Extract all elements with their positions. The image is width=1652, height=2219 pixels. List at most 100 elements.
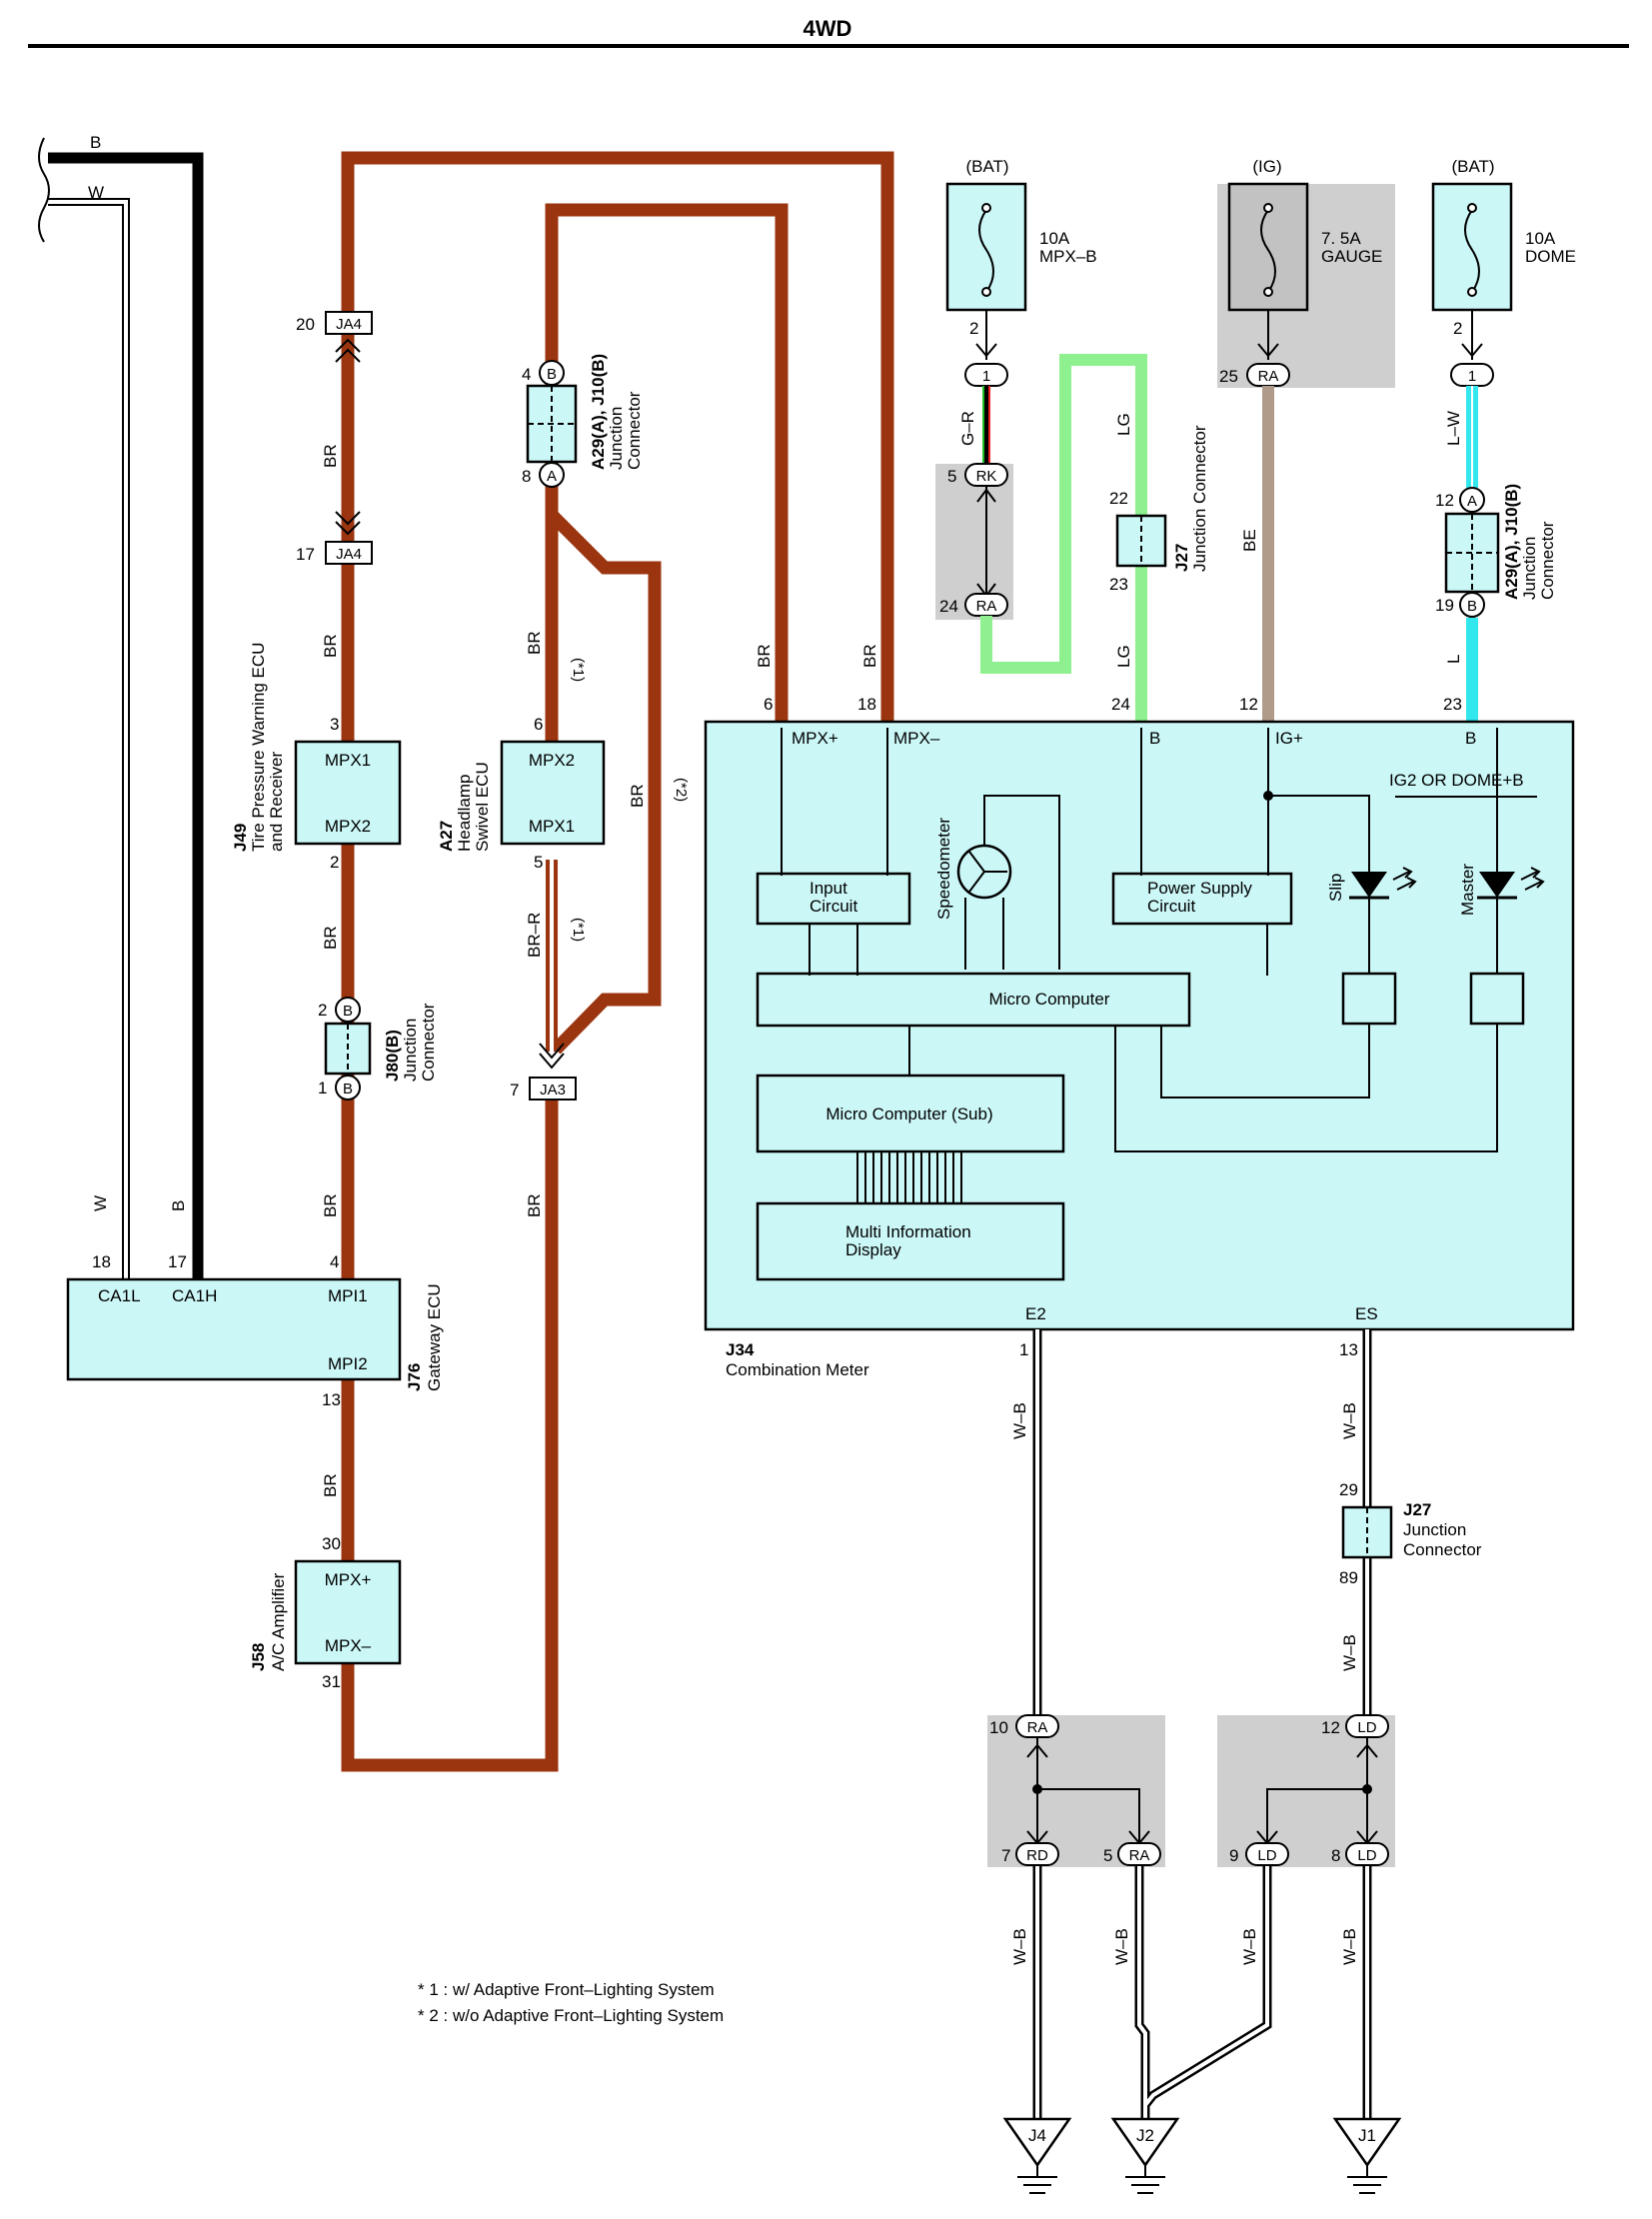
wb-wires [1032, 1329, 1372, 2119]
wire-label-br-7: BR [628, 784, 647, 808]
wire-label-brr: BR–R [525, 913, 544, 958]
svg-text:J49: J49 [231, 824, 250, 852]
svg-text:30: 30 [322, 1534, 341, 1553]
wire-label-be: BE [1240, 529, 1259, 552]
svg-text:A29(A), J10(B): A29(A), J10(B) [589, 354, 608, 470]
svg-text:12: 12 [1239, 695, 1258, 714]
wire-label-lg-2: LG [1114, 645, 1133, 668]
svg-text:12: 12 [1435, 491, 1454, 510]
svg-text:Junction: Junction [1403, 1520, 1466, 1539]
svg-text:DOME: DOME [1525, 247, 1576, 266]
svg-text:CA1L: CA1L [98, 1286, 141, 1305]
svg-text:Junction: Junction [401, 1019, 420, 1082]
svg-text:Multi Information: Multi Information [845, 1222, 971, 1241]
wire-label-wb-3: W–B [1340, 1634, 1359, 1671]
svg-text:8: 8 [1331, 1846, 1340, 1865]
svg-text:10A: 10A [1525, 229, 1556, 248]
svg-text:4: 4 [330, 1252, 339, 1271]
wire-label-br-1: BR [321, 444, 340, 468]
led-slip-icon [1351, 872, 1387, 898]
svg-text:2: 2 [330, 853, 339, 872]
svg-text:12: 12 [1321, 1718, 1340, 1737]
svg-text:Junction: Junction [1520, 537, 1539, 600]
svg-text:Connector: Connector [625, 391, 644, 470]
wire-label-wb-7: W–B [1340, 1928, 1359, 1965]
wire-label-br-2: BR [321, 634, 340, 658]
svg-text:2: 2 [1453, 319, 1462, 338]
svg-text:MPX1: MPX1 [529, 817, 575, 836]
svg-text:E2: E2 [1025, 1304, 1046, 1323]
wire-label-wb-4: W–B [1010, 1928, 1029, 1965]
svg-text:13: 13 [1339, 1340, 1358, 1359]
svg-text:24: 24 [1111, 695, 1130, 714]
svg-text:Connector: Connector [1538, 521, 1557, 600]
svg-text:RA: RA [976, 598, 997, 615]
svg-text:B: B [343, 1081, 353, 1098]
svg-text:B: B [1149, 729, 1160, 748]
svg-text:24: 24 [939, 597, 958, 616]
svg-text:Combination Meter: Combination Meter [726, 1360, 869, 1379]
svg-text:18: 18 [857, 695, 876, 714]
svg-text:MPX2: MPX2 [529, 751, 575, 770]
svg-text:Display: Display [845, 1240, 901, 1259]
svg-text:5: 5 [947, 467, 956, 486]
ground-j2: J2 [1110, 2117, 1180, 2194]
wire-label-b-lower: B [169, 1200, 188, 1211]
wire-br-ja3 [341, 1085, 559, 1772]
note-2: * 2 : w/o Adaptive Front–Lighting System [418, 2006, 724, 2025]
wire-label-wb-1: W–B [1010, 1402, 1029, 1439]
svg-text:MPX+: MPX+ [792, 729, 838, 748]
wire-b [48, 152, 204, 1279]
wire-label-gr: G–R [958, 411, 977, 446]
svg-text:J2: J2 [1136, 2126, 1154, 2145]
svg-text:MPX–: MPX– [325, 1636, 372, 1655]
svg-text:MPX–: MPX– [893, 729, 940, 748]
svg-text:IG+: IG+ [1275, 729, 1303, 748]
svg-text:JA4: JA4 [336, 316, 362, 333]
note-1: * 1 : w/ Adaptive Front–Lighting System [418, 1980, 715, 1999]
svg-text:Circuit: Circuit [1147, 897, 1195, 916]
wire-label-star1-b: (*1) [570, 918, 587, 942]
svg-text:6: 6 [534, 715, 543, 734]
svg-text:J4: J4 [1028, 2126, 1046, 2145]
wire-br-star2 [547, 510, 662, 1055]
wire-w-core [48, 200, 128, 1279]
fuse-mpx-b: (BAT) 10A MPX–B 2 [945, 157, 1097, 338]
fuse-gauge: (IG) 7. 5A GAUGE [1227, 157, 1382, 312]
svg-text:2: 2 [318, 1001, 327, 1020]
wire-label-lg-1: LG [1114, 413, 1133, 436]
fuse-dome: (BAT) 10A DOME 2 [1431, 157, 1576, 338]
wire-label-star1-a: (*1) [570, 658, 587, 682]
wire-w [48, 198, 130, 1279]
svg-text:5: 5 [534, 853, 543, 872]
svg-text:89: 89 [1339, 1568, 1358, 1587]
svg-text:4: 4 [522, 365, 531, 384]
wire-label-br-3: BR [321, 926, 340, 950]
junction-a29-right: A 12 B 19 A29(A), J10(B) Junction Connec… [1435, 484, 1557, 618]
wire-label-wb-5: W–B [1112, 1928, 1131, 1965]
svg-text:JA4: JA4 [336, 546, 362, 563]
svg-text:B: B [547, 366, 557, 383]
svg-text:Slip: Slip [1326, 874, 1345, 902]
svg-text:9: 9 [1229, 1846, 1238, 1865]
wire-label-lw: L–W [1444, 411, 1463, 446]
svg-text:19: 19 [1435, 596, 1454, 615]
svg-text:10: 10 [989, 1718, 1008, 1737]
svg-text:17: 17 [168, 1252, 187, 1271]
svg-text:J58: J58 [249, 1643, 268, 1671]
svg-text:17: 17 [296, 545, 315, 564]
connector-ja4-top: JA4 20 [296, 311, 373, 363]
wire-br-outer [341, 151, 894, 1281]
component-j34: 6 18 24 12 23 MPX+ MPX– B IG+ B IG2 OR D… [704, 695, 1575, 1379]
svg-text:3: 3 [330, 715, 339, 734]
svg-text:RA: RA [1129, 1847, 1150, 1864]
svg-text:23: 23 [1443, 695, 1462, 714]
svg-text:22: 22 [1109, 489, 1128, 508]
wire-label-br-4: BR [321, 1193, 340, 1217]
svg-text:5: 5 [1103, 1846, 1112, 1865]
component-j58: MPX+ MPX– 30 31 J58 A/C Amplifier [249, 1534, 402, 1691]
wire-label-br-9: BR [755, 644, 774, 668]
svg-text:J80(B): J80(B) [383, 1030, 402, 1082]
junction-j27-bottom: 29 89 J27 Junction Connector [1339, 1480, 1482, 1587]
